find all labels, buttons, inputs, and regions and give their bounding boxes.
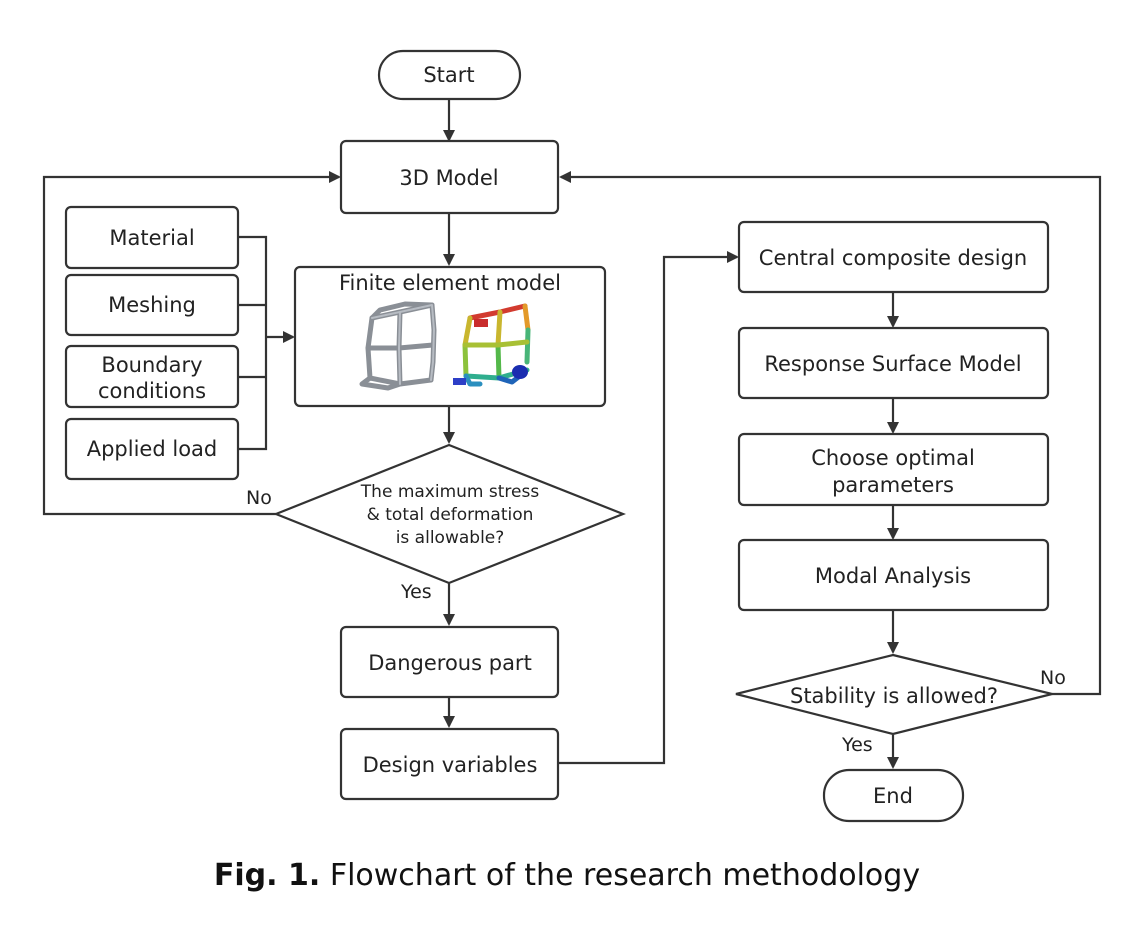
edge-decision2-no-loop [559,171,1102,696]
edge-design-to-ccd [559,251,739,765]
ccd-label: Central composite design [759,246,1027,270]
dangerous-part-label: Dangerous part [368,651,532,675]
figure-caption-text: Flowchart of the research methodology [329,858,921,893]
decision2-label: Stability is allowed? [790,684,998,708]
decision1-diamond [273,443,626,585]
decision1-label-line2: & total deformation [367,505,534,525]
meshing-box [64,273,240,337]
modal-analysis-box [737,538,1050,612]
fem-frame-plain-icon [359,301,437,391]
design-variables-label: Design variables [363,753,538,777]
3d-model-label: 3D Model [399,166,498,190]
start-terminal [377,49,522,101]
edge-label-no-right: No [1040,667,1066,689]
optimal-parameters-box [737,432,1050,507]
3d-model-box [339,139,560,215]
boundary-label-line2: conditions [98,379,206,403]
applied-load-box [64,417,240,481]
rsm-box [737,326,1050,400]
fem-frame-stress-icon [453,303,531,387]
edge-label-no-left: No [246,487,272,509]
optimal-label-line1: Choose optimal [811,446,975,470]
figure-caption: Fig. 1. Flowchart of the research method… [0,858,1134,893]
material-box [64,205,240,270]
optimal-label-line2: parameters [832,473,954,497]
edge-decision1-no-loop [42,171,341,516]
material-label: Material [109,226,194,250]
dangerous-part-box [339,625,560,699]
inputs-bracket [238,235,268,451]
design-variables-box [339,727,560,801]
ccd-box [737,220,1050,294]
boundary-conditions-box [64,344,240,409]
applied-load-label: Applied load [87,437,218,461]
start-label: Start [423,63,474,87]
fem-label: Finite element model [339,271,561,295]
boundary-label-line1: Boundary [101,353,202,377]
rsm-label: Response Surface Model [764,352,1021,376]
figure-caption-label: Fig. 1. [213,858,321,893]
decision1-label-line3: is allowable? [396,528,505,548]
meshing-label: Meshing [108,293,196,317]
end-label: End [873,784,913,808]
edge-label-yes-2: Yes [841,734,873,756]
decision2-diamond [735,653,1053,736]
end-terminal [822,768,965,823]
decision1-label-line1: The maximum stress [360,482,540,502]
modal-label: Modal Analysis [815,564,971,588]
edge-label-yes-1: Yes [400,581,432,603]
